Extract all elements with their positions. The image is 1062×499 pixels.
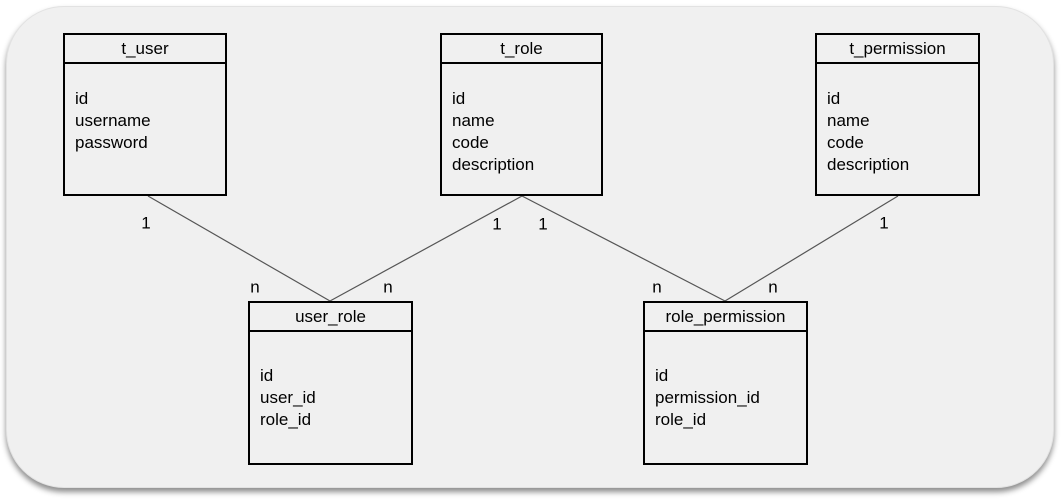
table-field: role_id [260, 410, 312, 429]
cardinality-label-many: n [652, 277, 662, 297]
table-field: user_id [260, 388, 316, 407]
table-t-permission: t_permission id name code description [815, 33, 980, 196]
table-fields: id username password [65, 64, 225, 154]
table-field: name [827, 111, 870, 130]
table-field: password [75, 133, 148, 152]
table-field: username [75, 111, 151, 130]
table-field: id [260, 366, 274, 385]
cardinality-label-many: n [383, 277, 393, 297]
table-title: role_permission [645, 303, 806, 332]
table-title: t_role [442, 35, 601, 64]
table-field: role_id [655, 410, 707, 429]
table-field: id [75, 89, 89, 108]
table-field: name [452, 111, 495, 130]
table-fields: id name code description [442, 64, 601, 176]
cardinality-label-many: n [768, 277, 778, 297]
table-role-permission: role_permission id permission_id role_id [643, 301, 808, 465]
table-t-user: t_user id username password [63, 33, 227, 196]
table-fields: id name code description [817, 64, 978, 176]
table-field: description [827, 155, 910, 174]
table-user-role: user_role id user_id role_id [248, 301, 413, 465]
table-fields: id permission_id role_id [645, 332, 806, 431]
cardinality-label-one: 1 [492, 214, 502, 234]
table-field: code [827, 133, 864, 152]
table-title: t_permission [817, 35, 978, 64]
cardinality-label-many: n [250, 277, 260, 297]
table-field: permission_id [655, 388, 760, 407]
cardinality-label-one: 1 [879, 213, 889, 233]
table-field: description [452, 155, 535, 174]
cardinality-label-one: 1 [538, 214, 548, 234]
table-field: code [452, 133, 489, 152]
table-t-role: t_role id name code description [440, 33, 603, 196]
table-field: id [655, 366, 669, 385]
table-title: user_role [250, 303, 411, 332]
table-title: t_user [65, 35, 225, 64]
table-field: id [452, 89, 466, 108]
table-field: id [827, 89, 841, 108]
table-fields: id user_id role_id [250, 332, 411, 431]
cardinality-label-one: 1 [141, 213, 151, 233]
